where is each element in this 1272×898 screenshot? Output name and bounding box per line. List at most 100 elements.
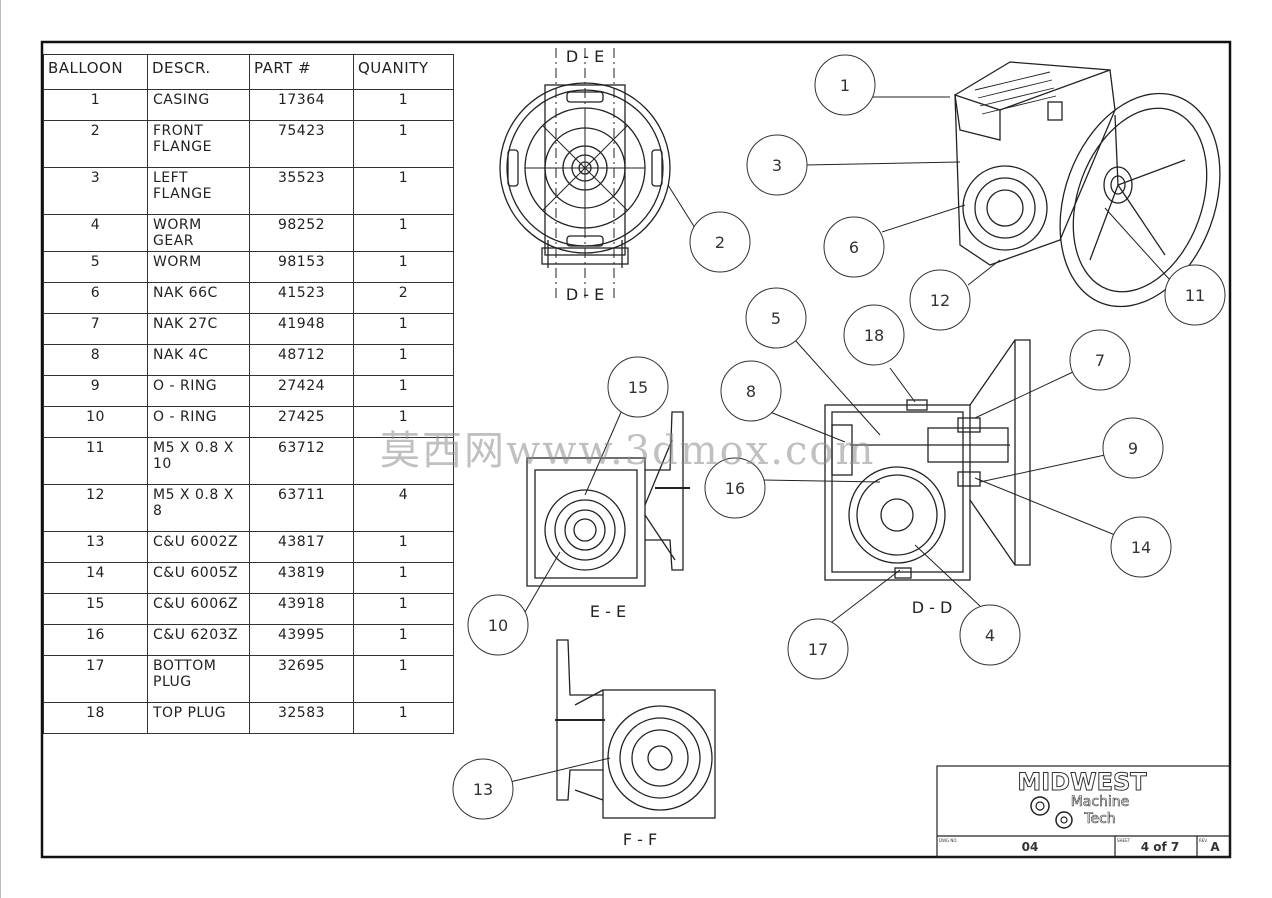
bom-cell-part: 43819 [249,562,354,594]
bom-cell-qty: 1 [353,375,454,407]
bom-descr-line: FRONT [153,123,204,139]
balloon-circle [704,457,766,519]
bom-descr-line: C&U 6006Z [153,596,239,612]
bom-cell-part: 27424 [249,375,354,407]
bom-cell-part: 43995 [249,624,354,656]
balloon-15: 15 [607,356,669,418]
dwg-no-value: 04 [1022,840,1039,854]
bom-descr-line: BOTTOM [153,658,217,674]
bom-cell-part: 43817 [249,531,354,563]
bom-cell-balloon: 6 [43,282,148,314]
bom-cell-balloon: 3 [43,167,148,215]
bom-cell-descr: NAK 27C [147,313,250,345]
balloon-14: 14 [1110,516,1172,578]
balloon-16: 16 [704,457,766,519]
bom-cell-part: 43918 [249,593,354,625]
balloon-1: 1 [814,54,876,116]
bom-cell-part: 27425 [249,406,354,438]
leader-lines [509,96,1171,783]
balloon-number: 7 [1095,351,1105,370]
bom-cell-balloon: 14 [43,562,148,594]
balloon-circle [746,134,808,196]
balloon-4: 4 [959,604,1021,666]
balloon-circle [814,54,876,116]
bom-descr-line: PLUG [153,674,192,690]
bom-cell-qty: 1 [353,120,454,168]
bom-cell-part: 17364 [249,89,354,121]
balloon-circle [467,594,529,656]
balloon-number: 12 [930,291,950,310]
balloon-circle [823,216,885,278]
logo-midwest: MIDWEST [1017,768,1147,796]
bom-cell-part: 75423 [249,120,354,168]
bom-cell-part: 32583 [249,702,354,734]
balloon-12: 12 [909,269,971,331]
sheet-border [40,40,1232,859]
title-block [936,765,1231,858]
balloon-circle [959,604,1021,666]
bom-cell-descr: O - RING [147,406,250,438]
view-label-ee: E - E [590,602,626,621]
balloon-2: 2 [689,211,751,273]
balloon-number: 13 [473,780,493,799]
section-ee-view [526,411,690,587]
balloon-circle [1164,264,1226,326]
bom-cell-balloon: 16 [43,624,148,656]
balloon-circle [720,360,782,422]
bom-cell-descr: C&U 6005Z [147,562,250,594]
bom-cell-qty: 1 [353,702,454,734]
balloon-number: 6 [849,238,859,257]
balloon-circle [689,211,751,273]
bom-cell-qty: 1 [353,313,454,345]
balloon-number: 18 [864,326,884,345]
balloon-9: 9 [1102,417,1164,479]
sheet-label: SHEET [1117,838,1131,843]
rev-value: A [1210,840,1220,854]
bom-cell-descr: WORM GEAR [147,214,250,252]
bom-header-row: BALLOON DESCR. PART # QUANITY [43,54,454,90]
balloon-8: 8 [720,360,782,422]
balloon-number: 14 [1131,538,1151,557]
bom-descr-line: WORM GEAR [153,217,202,249]
front-view [499,48,671,300]
bom-cell-qty: 1 [353,562,454,594]
balloon-number: 8 [746,382,756,401]
bom-descr-line: 8 [153,503,163,519]
bom-cell-balloon: 8 [43,344,148,376]
balloon-18: 18 [843,304,905,366]
balloon-number: 11 [1185,286,1205,305]
balloon-circle [607,356,669,418]
bom-header-qty: QUANITY [353,54,454,90]
bom-descr-line: O - RING [153,378,218,394]
bom-descr-line: C&U 6005Z [153,565,239,581]
bom-descr-line: M5 X 0.8 X [153,440,234,456]
balloon-number: 4 [985,626,995,645]
balloon-circle [843,304,905,366]
section-ff-view [555,639,716,819]
view-label-ff: F - F [623,830,657,849]
bom-descr-line: C&U 6002Z [153,534,239,550]
bom-descr-line: NAK 66C [153,285,218,301]
balloon-7: 7 [1069,329,1131,391]
bom-cell-qty: 1 [353,655,454,703]
bom-cell-qty: 1 [353,89,454,121]
balloon-circle [745,287,807,349]
bom-cell-qty [353,437,454,485]
rev-label: REV. [1199,838,1208,843]
bom-cell-balloon: 7 [43,313,148,345]
bom-descr-line: WORM [153,254,202,270]
